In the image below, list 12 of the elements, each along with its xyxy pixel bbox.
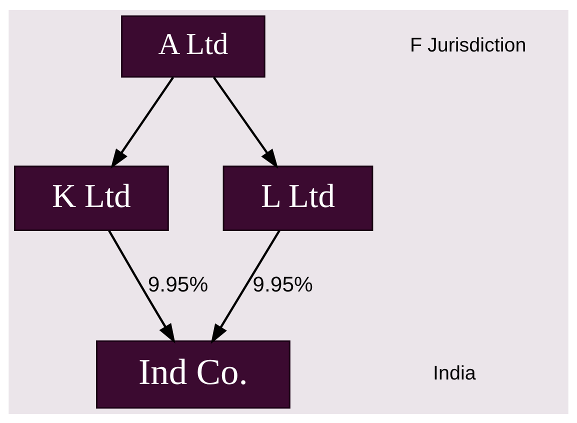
arrow (110, 76, 174, 168)
edge-label: 9.95% (148, 272, 208, 296)
edge-label: 9.95% (252, 272, 313, 296)
label: F Jurisdiction (410, 34, 526, 56)
node-box: L Ltd (222, 165, 374, 230)
node-box: A Ltd (121, 14, 266, 78)
arrow (212, 76, 278, 168)
label: India (433, 362, 476, 384)
node-box: Ind Co. (96, 340, 290, 408)
node-box: K Ltd (14, 165, 169, 230)
arrow (108, 230, 176, 343)
arrow (210, 229, 280, 344)
